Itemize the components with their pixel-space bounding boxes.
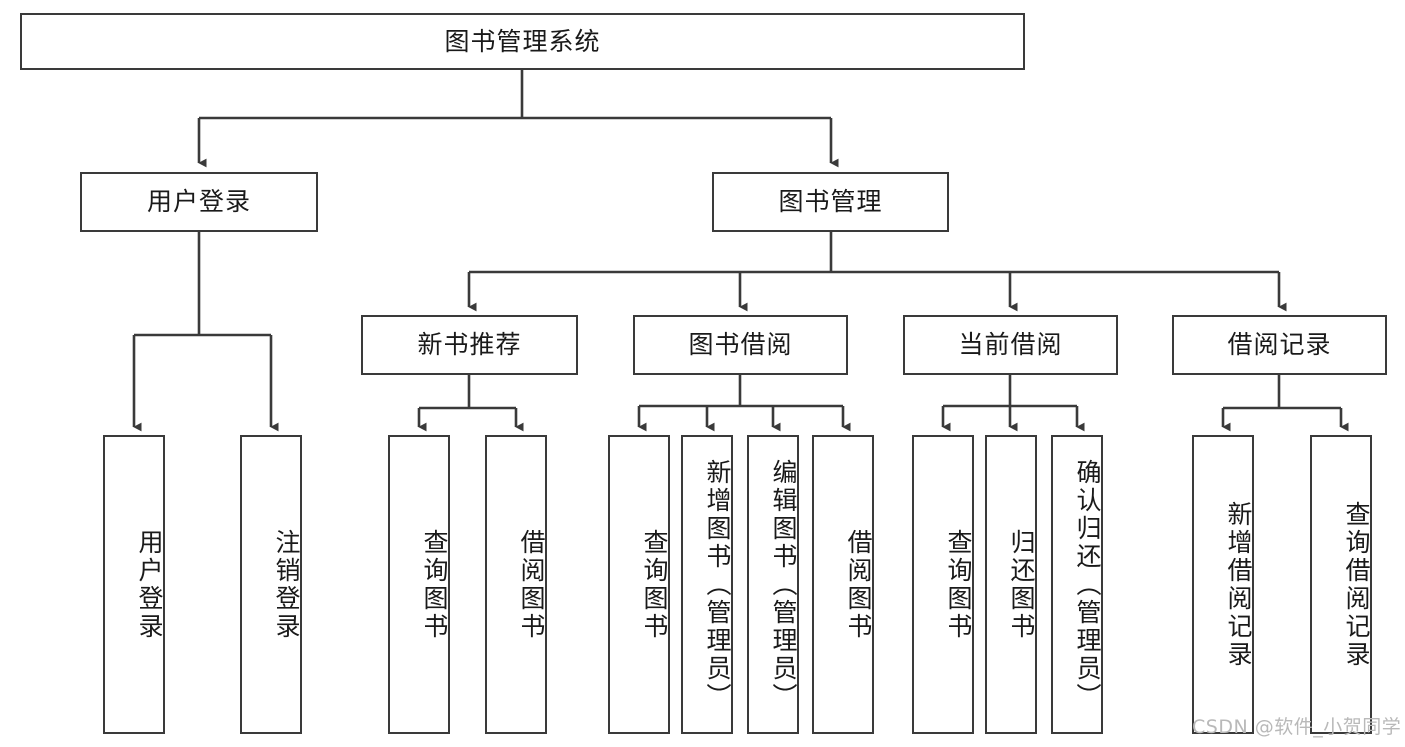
node-leaf-user-login-label: 用户登录 xyxy=(135,528,164,641)
node-leaf-add-record[interactable]: 新增借阅记录 xyxy=(1192,435,1254,734)
watermark: CSDN @软件_小贺同学 xyxy=(1192,716,1402,738)
node-leaf-query-record-label: 查询借阅记录 xyxy=(1342,500,1371,669)
node-leaf-add-record-label: 新增借阅记录 xyxy=(1224,500,1253,669)
node-borrow-record-label: 借阅记录 xyxy=(1227,330,1332,360)
node-leaf-logout-label: 注销登录 xyxy=(272,528,301,641)
node-current-borrow[interactable]: 当前借阅 xyxy=(903,315,1118,375)
node-leaf-return-book[interactable]: 归还图书 xyxy=(985,435,1037,734)
node-leaf-edit-book-label: 编辑图书（管理员） xyxy=(769,458,798,711)
node-leaf-confirm-return-label: 确认归还（管理员） xyxy=(1073,458,1102,711)
node-new-book-recommend[interactable]: 新书推荐 xyxy=(361,315,578,375)
node-book-management[interactable]: 图书管理 xyxy=(712,172,949,232)
node-leaf-borrow-book-1-label: 借阅图书 xyxy=(517,528,546,641)
node-leaf-logout[interactable]: 注销登录 xyxy=(240,435,302,734)
node-leaf-query-book-3-label: 查询图书 xyxy=(944,528,973,641)
node-leaf-query-book-2-label: 查询图书 xyxy=(640,528,669,641)
node-book-borrow-label: 图书借阅 xyxy=(688,330,793,360)
node-leaf-add-book-label: 新增图书（管理员） xyxy=(703,458,732,711)
node-book-management-label: 图书管理 xyxy=(778,187,883,217)
node-root[interactable]: 图书管理系统 xyxy=(20,13,1025,70)
node-leaf-borrow-book-2-label: 借阅图书 xyxy=(844,528,873,641)
node-current-borrow-label: 当前借阅 xyxy=(958,330,1063,360)
node-leaf-borrow-book-1[interactable]: 借阅图书 xyxy=(485,435,547,734)
node-leaf-borrow-book-2[interactable]: 借阅图书 xyxy=(812,435,874,734)
node-leaf-query-record[interactable]: 查询借阅记录 xyxy=(1310,435,1372,734)
node-leaf-query-book-3[interactable]: 查询图书 xyxy=(912,435,974,734)
node-leaf-query-book-1-label: 查询图书 xyxy=(420,528,449,641)
node-user-login[interactable]: 用户登录 xyxy=(80,172,318,232)
node-leaf-add-book[interactable]: 新增图书（管理员） xyxy=(681,435,733,734)
node-root-label: 图书管理系统 xyxy=(444,26,601,56)
node-book-borrow[interactable]: 图书借阅 xyxy=(633,315,848,375)
node-user-login-label: 用户登录 xyxy=(146,187,251,217)
node-leaf-query-book-1[interactable]: 查询图书 xyxy=(388,435,450,734)
node-leaf-return-book-label: 归还图书 xyxy=(1007,528,1036,641)
node-leaf-user-login[interactable]: 用户登录 xyxy=(103,435,165,734)
node-borrow-record[interactable]: 借阅记录 xyxy=(1172,315,1387,375)
node-leaf-confirm-return[interactable]: 确认归还（管理员） xyxy=(1051,435,1103,734)
node-leaf-edit-book[interactable]: 编辑图书（管理员） xyxy=(747,435,799,734)
node-new-book-recommend-label: 新书推荐 xyxy=(417,330,522,360)
node-leaf-query-book-2[interactable]: 查询图书 xyxy=(608,435,670,734)
